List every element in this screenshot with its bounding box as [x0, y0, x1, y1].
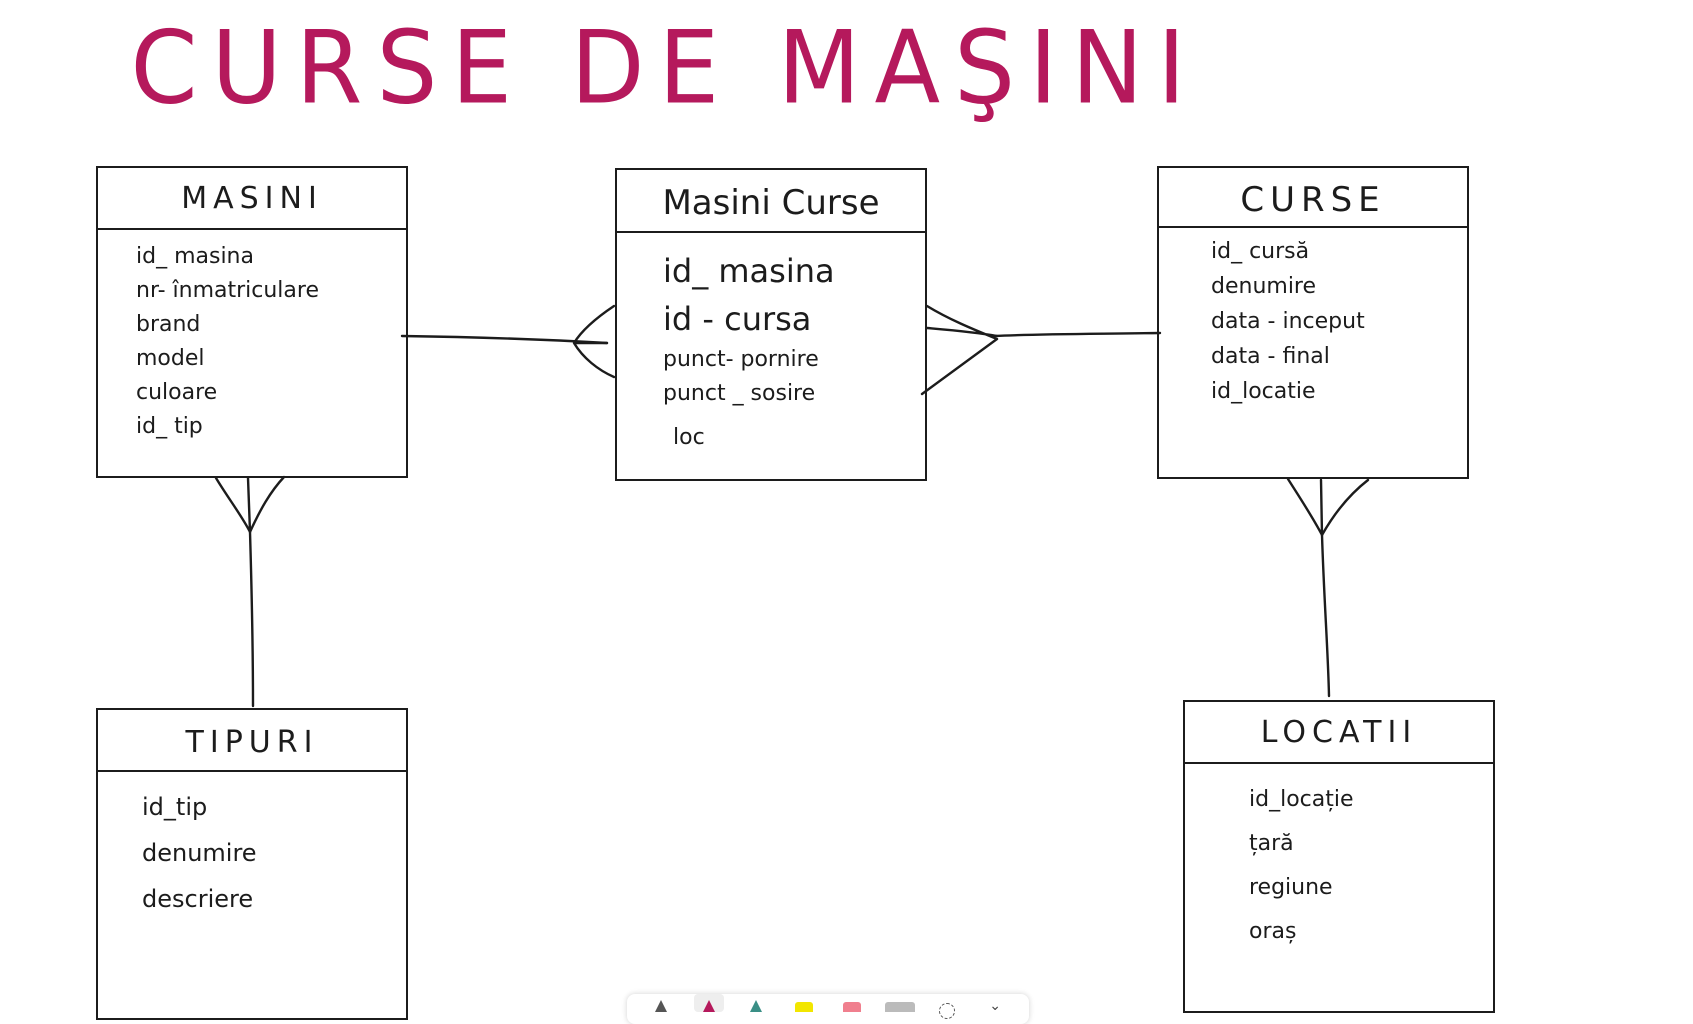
attribute: denumire: [142, 839, 257, 867]
attribute: oraș: [1249, 919, 1297, 944]
entity-curse-name: CURSE: [1159, 168, 1467, 228]
crowfoot-masinicurse-right: [920, 304, 999, 396]
pen-teal-icon[interactable]: [741, 994, 771, 1012]
attribute: punct _ sosire: [663, 381, 816, 406]
attribute: nr- înmatriculare: [136, 278, 319, 303]
rel-tipuri-masini: [248, 530, 255, 708]
entity-masini-curse-name: Masini Curse: [617, 170, 925, 233]
entity-masini-attributes: id_ masina nr- înmatriculare brand model…: [98, 230, 406, 444]
attribute: culoare: [136, 380, 218, 405]
attribute: id_tip: [142, 793, 208, 821]
attribute: denumire: [1211, 274, 1317, 299]
ink-toolbar: ⌄: [627, 994, 1029, 1024]
pen-red-icon[interactable]: [693, 994, 724, 1012]
entity-curse: CURSE id_ cursă denumire data - inceput …: [1157, 166, 1469, 479]
entity-tipuri: TIPURI id_tip denumire descriere: [96, 708, 408, 1020]
entity-curse-attributes: id_ cursă denumire data - inceput data -…: [1159, 228, 1467, 409]
attribute: id_ cursă: [1211, 239, 1310, 264]
attribute: id_locatie: [1211, 379, 1316, 404]
entity-masini: MASINI id_ masina nr- înmatriculare bran…: [96, 166, 408, 478]
attribute: loc: [673, 425, 705, 450]
crowfoot-masini-bottom: [214, 475, 286, 534]
attribute: id - cursa: [663, 300, 812, 338]
pen-black-icon[interactable]: [646, 994, 676, 1012]
attribute: descriere: [142, 885, 254, 913]
attribute: id_ masina: [663, 252, 835, 290]
entity-tipuri-attributes: id_tip denumire descriere: [98, 772, 406, 922]
entity-locatii-attributes: id_locație țară regiune oraș: [1185, 764, 1493, 954]
entity-masini-curse-attributes: id_ masina id - cursa punct- pornire pun…: [617, 233, 925, 455]
attribute: data - inceput: [1211, 309, 1365, 334]
attribute: id_locație: [1249, 787, 1354, 812]
entity-masini-name: MASINI: [98, 168, 406, 230]
entity-tipuri-name: TIPURI: [98, 710, 406, 772]
entity-locatii: LOCATII id_locație țară regiune oraș: [1183, 700, 1495, 1013]
attribute: model: [136, 346, 205, 371]
rel-curse-masinicurse: [993, 331, 1162, 338]
chevron-down-icon[interactable]: ⌄: [989, 998, 1001, 1014]
attribute: id_ tip: [136, 414, 203, 439]
crowfoot-masinicurse-left: [572, 304, 616, 379]
diagram-title: CURSE DE MAŞINI: [130, 9, 1200, 127]
ruler-icon[interactable]: [884, 994, 915, 1012]
attribute: țară: [1249, 831, 1294, 856]
entity-masini-curse: Masini Curse id_ masina id - cursa punct…: [615, 168, 927, 481]
crowfoot-curse-bottom: [1286, 477, 1370, 537]
attribute: punct- pornire: [663, 347, 819, 372]
highlighter-yellow-icon[interactable]: [789, 994, 819, 1012]
attribute: brand: [136, 312, 201, 337]
attribute: data - final: [1211, 344, 1330, 369]
rel-locatii-curse: [1320, 533, 1331, 698]
attribute: regiune: [1249, 875, 1333, 900]
rel-masini-masinicurse: [400, 334, 609, 345]
entity-locatii-name: LOCATII: [1185, 702, 1493, 764]
lasso-icon[interactable]: [932, 994, 962, 1019]
attribute: id_ masina: [136, 244, 254, 269]
eraser-pink-icon[interactable]: [837, 994, 867, 1012]
